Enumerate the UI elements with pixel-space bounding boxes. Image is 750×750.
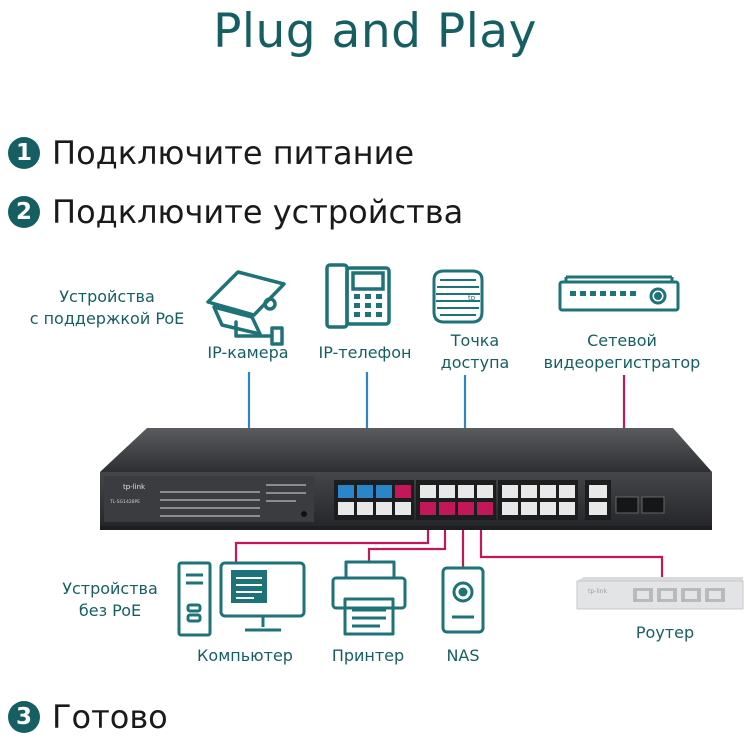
page-title: Plug and Play xyxy=(213,4,537,59)
port-group-c xyxy=(498,480,578,520)
step-2: 2 Подключите устройства xyxy=(8,193,463,231)
access-point-icon: tp xyxy=(432,269,484,324)
step-text: Готово xyxy=(52,698,168,736)
step-number: 3 xyxy=(8,701,40,733)
port-group-b xyxy=(416,480,496,520)
step-1: 1 Подключите питание xyxy=(8,134,414,172)
ip-phone-icon xyxy=(325,263,391,329)
label-ip-camera: IP-камера xyxy=(207,343,289,362)
label-access-point: Точка доступа xyxy=(440,331,510,372)
port-group-a xyxy=(334,480,414,520)
printer-icon xyxy=(331,560,407,636)
step-number: 2 xyxy=(8,196,40,228)
switch-brand: tp-link xyxy=(123,483,146,491)
label-ip-phone: IP-телефон xyxy=(318,343,412,362)
network-switch: tp-link TL-SG1428PE xyxy=(100,428,712,530)
switch-model: TL-SG1428PE xyxy=(109,499,140,505)
label-router: Роутер xyxy=(635,623,695,642)
label-printer: Принтер xyxy=(331,646,405,665)
step-text: Подключите питание xyxy=(52,134,415,172)
step-3: 3 Готово xyxy=(8,698,168,736)
uplink-ports xyxy=(585,480,611,520)
computer-icon xyxy=(177,561,306,637)
step-text: Подключите устройства xyxy=(52,193,464,231)
nvr-icon xyxy=(558,275,680,312)
step-number: 1 xyxy=(8,137,40,169)
label-nvr: Сетевой видеорегистратор xyxy=(543,331,701,372)
label-nas: NAS xyxy=(446,646,480,665)
svg-text:tp: tp xyxy=(468,294,476,302)
router-brand: tp-link xyxy=(588,588,607,595)
poe-group-label: Устройства с поддержкой PoE xyxy=(29,287,185,328)
sfp-ports xyxy=(615,496,665,514)
router-icon: tp-link xyxy=(576,577,744,610)
nas-icon xyxy=(441,566,485,634)
nonpoe-group-label: Устройства без PoE xyxy=(62,579,158,620)
label-computer: Компьютер xyxy=(197,646,293,665)
ip-camera-icon xyxy=(206,270,286,346)
